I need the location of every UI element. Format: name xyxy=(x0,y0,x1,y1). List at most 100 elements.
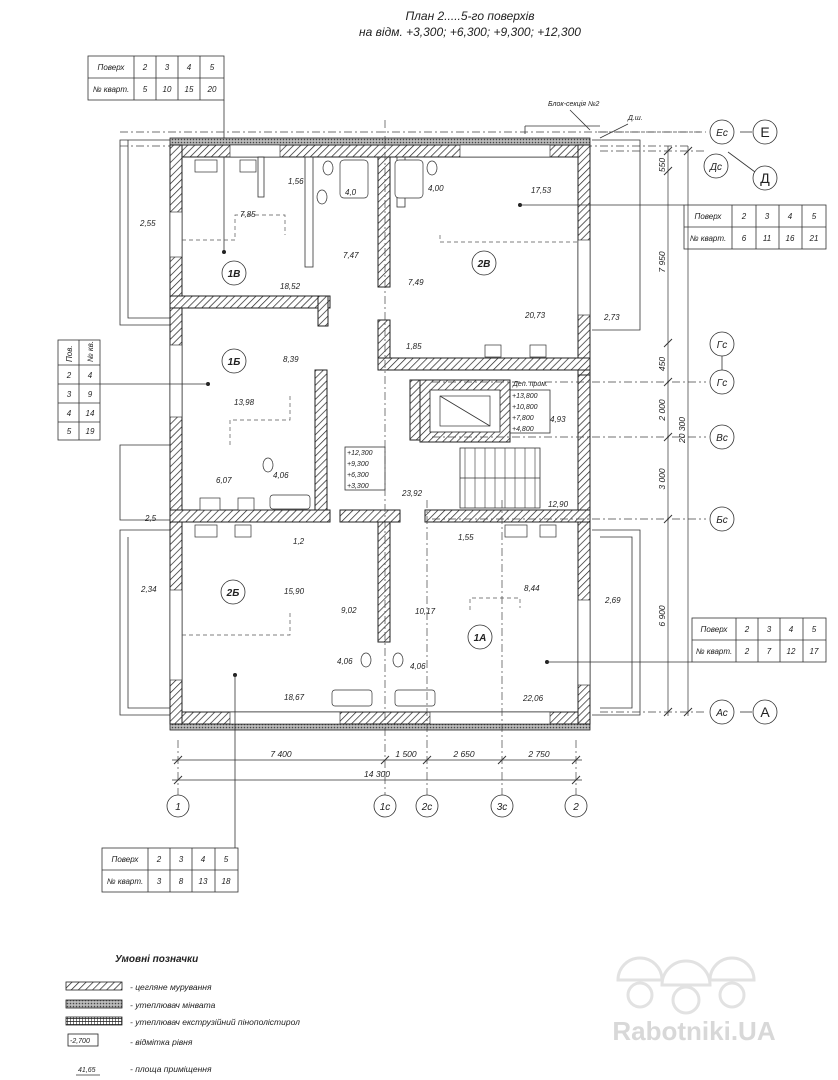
svg-text:19: 19 xyxy=(86,427,95,436)
axis-label: Дс xyxy=(709,162,722,173)
area-label: 4,93 xyxy=(550,415,566,424)
dimension-text: 7 950 xyxy=(657,251,667,273)
svg-text:5: 5 xyxy=(143,85,148,94)
svg-text:20: 20 xyxy=(207,85,217,94)
grid-axes-vertical: 1 1с 2с 3с 2 xyxy=(166,120,588,818)
axis-label: А xyxy=(760,704,770,720)
svg-text:№ кварт.: № кварт. xyxy=(696,647,732,656)
svg-text:17: 17 xyxy=(810,647,819,656)
legend-area-sample: 41,65 xyxy=(78,1067,96,1074)
svg-text:Пов.: Пов. xyxy=(65,345,74,362)
svg-text:Д.ш.: Д.ш. xyxy=(627,115,643,122)
axis-label: Е xyxy=(760,124,769,140)
area-label: 18,52 xyxy=(280,282,301,291)
dimension-text: 2 650 xyxy=(452,749,475,759)
legend-level-sample-box xyxy=(67,1033,99,1047)
svg-text:2: 2 xyxy=(744,625,750,634)
grid-axes-horizontal: Ес Е Дс Д Гс Гс Вс Бс Ас А xyxy=(432,119,778,725)
apartment-label: 1Б xyxy=(228,357,241,368)
axis-label: Гс xyxy=(717,340,727,351)
svg-text:21: 21 xyxy=(809,234,819,243)
apartment-label: 1А xyxy=(474,633,487,644)
dimension-text: 450 xyxy=(657,357,667,371)
area-label: 13,98 xyxy=(234,398,255,407)
svg-text:3: 3 xyxy=(67,390,72,399)
lift-levels: Деп. прим. +13,800 +10,800 +7,800 +4,800 xyxy=(509,381,551,434)
svg-text:3: 3 xyxy=(157,877,162,886)
apartment-table-right-top: Поверх 2 3 4 5 № кварт. 6 11 16 21 xyxy=(683,204,827,250)
svg-text:10: 10 xyxy=(163,85,172,94)
legend: Умовні позначки - цегляне мурування - ут… xyxy=(65,954,300,1076)
legend-swatch-brick xyxy=(65,981,123,991)
svg-text:Поверх: Поверх xyxy=(98,63,126,72)
area-label: 6,07 xyxy=(216,476,232,485)
svg-text:5: 5 xyxy=(812,212,817,221)
area-label: 22,06 xyxy=(522,694,544,703)
svg-text:3: 3 xyxy=(165,63,170,72)
svg-text:№ кварт.: № кварт. xyxy=(93,85,129,94)
watermark-text: Rabotniki.UA xyxy=(612,1016,775,1046)
area-label: 4,06 xyxy=(410,662,426,671)
svg-text:18: 18 xyxy=(222,877,231,886)
legend-item: - цегляне мурування xyxy=(130,982,212,992)
area-label: 7,47 xyxy=(343,251,359,260)
area-label: 7,85 xyxy=(240,210,256,219)
apartment-table-left-vertical: Пов. № кв. 2 4 3 9 4 14 5 19 xyxy=(57,339,101,441)
legend-level-sample: -2,700 xyxy=(70,1038,90,1045)
legend-swatch-mineral-wool xyxy=(65,999,123,1009)
area-label: 1,56 xyxy=(288,177,304,186)
axis-label: Ес xyxy=(716,128,728,139)
svg-text:16: 16 xyxy=(786,234,795,243)
area-label: 8,39 xyxy=(283,355,299,364)
dimension-text: 2 000 xyxy=(657,399,667,422)
level-mark: +6,300 xyxy=(347,472,369,479)
legend-item: - утеплювач екструзійний пінополістирол xyxy=(130,1017,300,1027)
dimension-text: 20 300 xyxy=(677,417,687,444)
svg-text:9: 9 xyxy=(88,390,93,399)
title-line-1: План 2.....5-го поверхів xyxy=(405,9,534,23)
area-label: 23,92 xyxy=(401,489,423,498)
area-label: 17,53 xyxy=(531,186,552,195)
svg-text:2: 2 xyxy=(741,212,747,221)
area-label: 1,85 xyxy=(406,342,422,351)
svg-text:2: 2 xyxy=(744,647,750,656)
apartment-label: 2Б xyxy=(226,588,240,599)
axis-label: 3с xyxy=(497,802,508,813)
area-label: 8,44 xyxy=(524,584,540,593)
svg-text:Блок-секція №2: Блок-секція №2 xyxy=(548,100,600,108)
area-label: 2,55 xyxy=(139,219,156,228)
svg-text:15: 15 xyxy=(185,85,194,94)
furniture-outlines xyxy=(182,214,578,636)
balconies xyxy=(119,139,641,716)
svg-text:4: 4 xyxy=(788,212,793,221)
svg-text:13: 13 xyxy=(199,877,208,886)
svg-text:5: 5 xyxy=(210,63,215,72)
svg-text:12: 12 xyxy=(787,647,796,656)
svg-text:№ кварт.: № кварт. xyxy=(690,234,726,243)
svg-text:4: 4 xyxy=(88,371,93,380)
area-label: 15,90 xyxy=(284,587,305,596)
exterior-walls xyxy=(169,137,591,731)
svg-text:5: 5 xyxy=(812,625,817,634)
svg-text:№ кв.: № кв. xyxy=(86,341,95,362)
svg-text:Поверх: Поверх xyxy=(701,625,729,634)
level-mark: +12,300 xyxy=(347,450,373,457)
area-label: 9,02 xyxy=(341,606,357,615)
axis-label: 1с xyxy=(380,802,391,813)
legend-item: - відмітка рівня xyxy=(130,1037,193,1047)
apartment-table-right-bottom: Поверх 2 3 4 5 № кварт. 2 7 12 17 xyxy=(691,617,827,663)
dimension-text: 2 750 xyxy=(527,749,550,759)
apartment-label: 1В xyxy=(228,269,241,280)
area-label: 1,55 xyxy=(458,533,474,542)
svg-text:Поверх: Поверх xyxy=(695,212,723,221)
stair-levels: +12,300 +9,300 +6,300 +3,300 xyxy=(344,446,386,491)
area-label: 20,73 xyxy=(524,311,546,320)
svg-text:11: 11 xyxy=(763,234,771,243)
level-mark: +4,800 xyxy=(512,426,534,433)
room-areas: 2,55 7,85 1,56 4,0 4,00 17,53 7,47 7,49 … xyxy=(139,177,621,703)
svg-text:3: 3 xyxy=(765,212,770,221)
svg-text:Поверх: Поверх xyxy=(112,855,140,864)
svg-text:3: 3 xyxy=(179,855,184,864)
svg-text:2: 2 xyxy=(156,855,162,864)
title-line-2: на відм. +3,300; +6,300; +9,300; +12,300 xyxy=(359,25,581,39)
